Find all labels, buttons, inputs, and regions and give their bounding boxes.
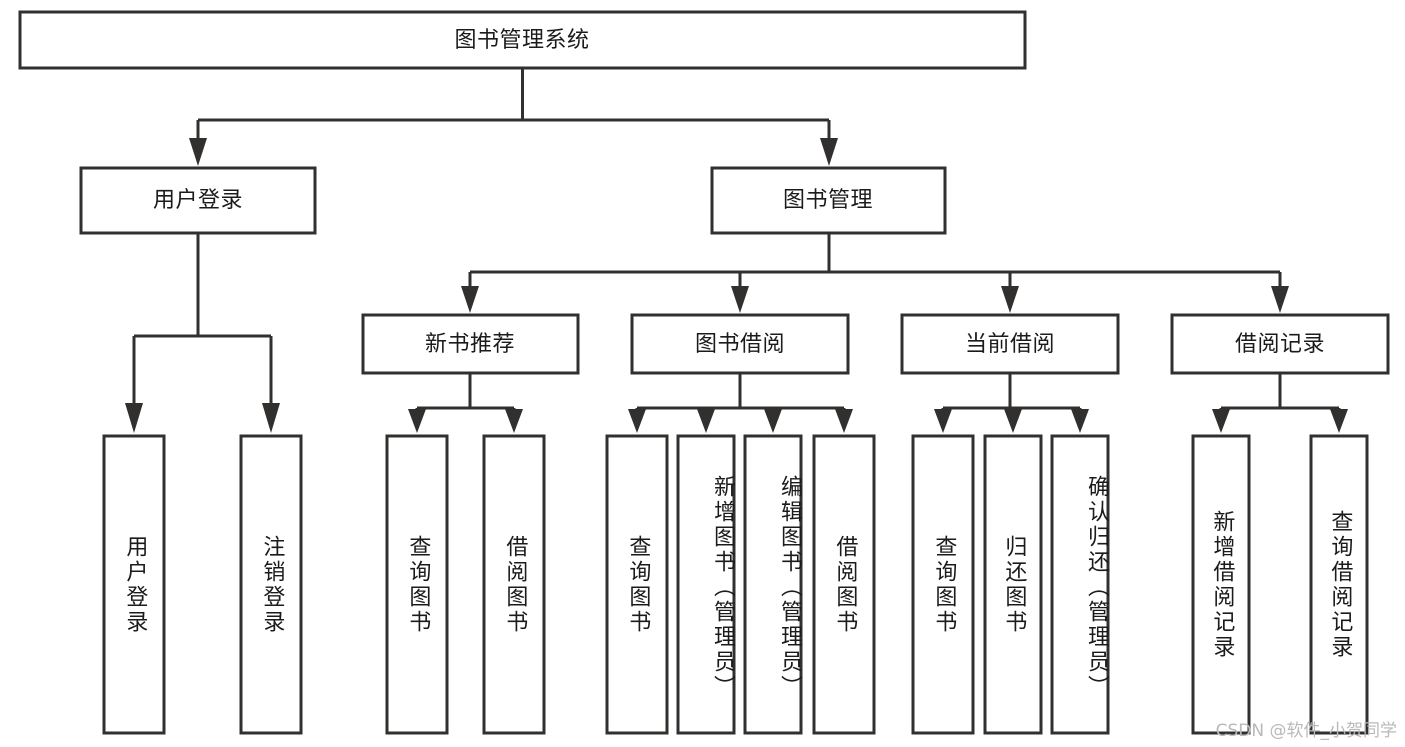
node-box-leaf-query-book-rec[interactable] (385, 434, 449, 735)
arrow-head-book-borrow (731, 286, 749, 313)
arrow-head-new-book-recommend (461, 286, 479, 313)
node-box-leaf-borrow-book-rec[interactable] (482, 434, 546, 735)
arrow-head-leaf-query-borrow-record (1330, 409, 1348, 433)
node-box-root[interactable] (18, 10, 1027, 70)
node-box-leaf-return-book[interactable] (983, 434, 1043, 735)
arrow-head-leaf-user-logout (262, 403, 280, 433)
node-box-leaf-add-borrow-record[interactable] (1191, 434, 1251, 735)
edge-group-borrowrecord-to-leaves (1212, 373, 1348, 433)
node-box-book-borrow[interactable] (630, 313, 850, 375)
node-box-new-book-recommend[interactable] (361, 313, 580, 375)
node-box-book-management[interactable] (710, 166, 947, 235)
node-box-leaf-query-borrow-record[interactable] (1309, 434, 1369, 735)
node-box-leaf-edit-book-admin[interactable] (743, 434, 803, 735)
arrow-head-leaf-query-book-borrow (628, 409, 646, 433)
edge-group-currentborrow-to-leaves (934, 373, 1089, 433)
arrow-head-leaf-borrow-book-borrow (835, 409, 853, 433)
arrow-head-leaf-add-book-admin (697, 409, 715, 433)
node-label-root: 图书管理系统 (454, 28, 589, 53)
arrow-head-leaf-query-book-rec (408, 409, 426, 433)
node-box-leaf-user-login[interactable] (102, 434, 166, 735)
edge-group-userlogin-to-leaves (125, 233, 280, 433)
arrow-head-current-borrow (1001, 286, 1019, 313)
node-box-leaf-user-logout[interactable] (239, 434, 303, 735)
node-label-current-borrow: 当前借阅 (965, 332, 1055, 357)
node-box-borrow-record[interactable] (1170, 313, 1390, 375)
arrow-head-leaf-confirm-return-admin (1071, 409, 1089, 433)
node-box-user-login[interactable] (79, 166, 317, 235)
arrow-head-leaf-borrow-book-rec (505, 409, 523, 433)
arrow-head-leaf-user-login (125, 403, 143, 433)
node-label-user-login: 用户登录 (153, 188, 243, 213)
edge-group-newbook-to-leaves (408, 373, 523, 433)
node-box-current-borrow[interactable] (900, 313, 1120, 375)
arrow-head-leaf-edit-book-admin (764, 409, 782, 433)
node-box-leaf-add-book-admin[interactable] (676, 434, 736, 735)
arrow-head-leaf-query-book-current (934, 409, 952, 433)
node-label-new-book-recommend: 新书推荐 (425, 332, 515, 357)
edge-group-root-to-level2 (189, 68, 838, 166)
node-box-leaf-borrow-book-borrow[interactable] (812, 434, 876, 735)
arrow-head-book-management (820, 138, 838, 166)
csdn-watermark: CSDN @软件_小贺同学 (1215, 721, 1397, 741)
node-label-book-borrow: 图书借阅 (695, 332, 785, 357)
arrow-head-user-login (189, 138, 207, 166)
node-box-leaf-confirm-return-admin[interactable] (1050, 434, 1110, 735)
node-box-leaf-query-book-borrow[interactable] (605, 434, 669, 735)
edge-group-bookmgmt-to-level3 (461, 233, 1289, 313)
node-label-borrow-record: 借阅记录 (1235, 332, 1325, 357)
arrow-head-borrow-record (1271, 286, 1289, 313)
node-label-book-management: 图书管理 (783, 188, 873, 213)
node-box-leaf-query-book-current[interactable] (911, 434, 975, 735)
arrow-head-leaf-add-borrow-record (1212, 409, 1230, 433)
edge-group-bookborrow-to-leaves (628, 373, 853, 433)
arrow-head-leaf-return-book (1004, 409, 1022, 433)
